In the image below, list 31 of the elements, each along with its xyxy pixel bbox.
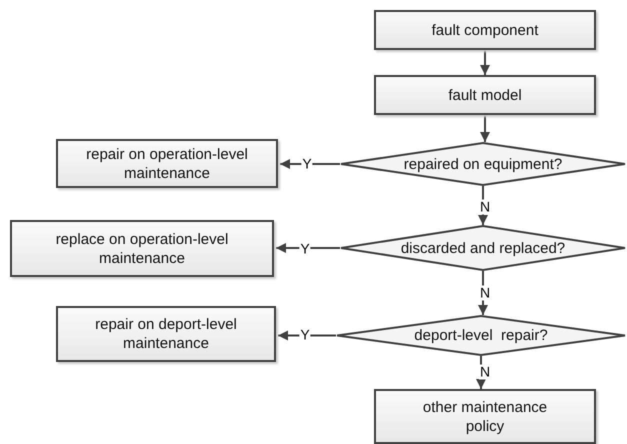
process-box bbox=[56, 139, 278, 188]
decision-text: deport-level repair? bbox=[413, 326, 549, 345]
process-box bbox=[374, 75, 596, 115]
edge-label: N bbox=[478, 286, 492, 300]
process-text: repair on operation-level maintenance bbox=[85, 144, 249, 182]
process-box bbox=[10, 220, 274, 277]
edge-label: N bbox=[478, 364, 492, 380]
process-box bbox=[374, 389, 596, 444]
process-text: other maintenance policy bbox=[422, 398, 548, 436]
decision-text: repaired on equipment? bbox=[402, 154, 564, 174]
arrow bbox=[280, 159, 340, 169]
arrow bbox=[480, 115, 490, 142]
edge-label: Y bbox=[299, 242, 311, 256]
arrow bbox=[278, 330, 336, 340]
edge-label: Y bbox=[299, 328, 311, 342]
arrow bbox=[478, 186, 488, 225]
process-text: replace on operation-level maintenance bbox=[54, 230, 230, 268]
decision-text: discarded and replaced? bbox=[400, 238, 566, 258]
decision-diamond bbox=[336, 315, 626, 356]
arrow bbox=[276, 243, 340, 253]
process-box bbox=[56, 306, 276, 362]
edge-label: Y bbox=[301, 156, 313, 172]
arrow bbox=[478, 271, 488, 315]
process-text: fault component bbox=[430, 20, 540, 40]
decision-diamond bbox=[340, 142, 626, 186]
process-text: fault model bbox=[447, 86, 523, 104]
edge-label: N bbox=[478, 200, 492, 214]
process-text: repair on deport-level maintenance bbox=[94, 315, 238, 353]
process-box bbox=[374, 10, 596, 50]
arrow bbox=[480, 50, 490, 75]
decision-diamond bbox=[340, 225, 626, 271]
